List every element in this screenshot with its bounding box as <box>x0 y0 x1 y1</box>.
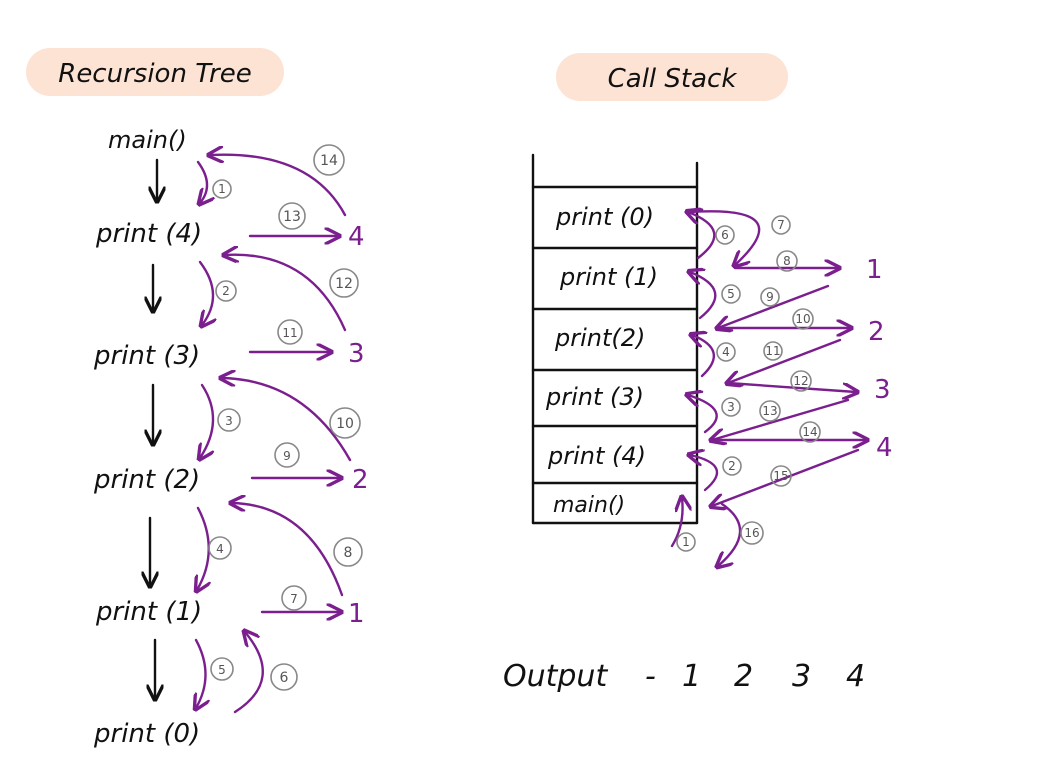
svg-text:4: 4 <box>216 542 224 556</box>
recursion-tree-header: Recursion Tree <box>26 48 284 96</box>
stack-frame-print-2: print(2) <box>554 324 645 352</box>
svg-text:11: 11 <box>282 326 297 340</box>
tree-output-1: 1 <box>348 599 365 629</box>
svg-text:4: 4 <box>722 345 730 359</box>
tree-output-2: 2 <box>352 465 369 495</box>
svg-text:3: 3 <box>225 414 233 428</box>
tree-node-main: main() <box>108 126 187 154</box>
call-stack-header: Call Stack <box>556 53 788 101</box>
output-value-3: 3 <box>792 659 811 694</box>
svg-text:14: 14 <box>802 425 817 439</box>
stack-output-values: 1 2 3 4 <box>866 255 893 463</box>
output-value-1: 1 <box>682 659 701 694</box>
svg-text:15: 15 <box>773 469 788 483</box>
svg-text:5: 5 <box>727 287 735 301</box>
tree-node-print-1: print (1) <box>95 597 202 627</box>
svg-text:10: 10 <box>336 416 354 432</box>
svg-text:3: 3 <box>727 400 735 414</box>
stack-output-1: 1 <box>866 255 883 285</box>
stack-output-3: 3 <box>874 375 891 405</box>
stack-output-2: 2 <box>868 317 885 347</box>
svg-text:2: 2 <box>728 459 736 473</box>
svg-text:12: 12 <box>793 374 808 388</box>
svg-text:1: 1 <box>218 182 226 196</box>
svg-text:11: 11 <box>765 344 780 358</box>
stack-output-4: 4 <box>876 433 893 463</box>
svg-text:12: 12 <box>335 276 353 292</box>
stack-frame-print-0: print (0) <box>555 203 654 231</box>
svg-text:7: 7 <box>290 592 298 606</box>
svg-text:6: 6 <box>721 228 729 242</box>
svg-text:7: 7 <box>777 218 785 232</box>
tree-node-print-3: print (3) <box>93 341 200 371</box>
svg-text:13: 13 <box>762 404 777 418</box>
svg-text:8: 8 <box>344 545 353 561</box>
svg-text:10: 10 <box>795 312 810 326</box>
svg-text:14: 14 <box>320 153 338 169</box>
svg-text:2: 2 <box>222 284 230 298</box>
output-label: Output <box>503 659 608 694</box>
stack-frame-print-4: print (4) <box>547 442 646 470</box>
call-stack-title: Call Stack <box>608 64 738 94</box>
tree-nodes: main() print (4) print (3) print (2) pri… <box>93 126 202 749</box>
output-value-4: 4 <box>846 659 865 694</box>
stack-step-labels: 1 2 3 4 5 6 7 8 9 10 11 12 13 14 15 16 <box>676 215 821 552</box>
tree-print-arrows <box>248 236 340 612</box>
output-dash: - <box>645 659 656 694</box>
tree-node-print-4: print (4) <box>95 219 202 249</box>
tree-output-values: 4 3 2 1 <box>348 222 369 629</box>
tree-output-3: 3 <box>348 339 365 369</box>
tree-step-labels: 1 2 3 4 5 6 7 8 9 10 11 12 13 14 <box>208 144 363 691</box>
stack-frame-main: main() <box>553 493 625 518</box>
tree-node-print-2: print (2) <box>93 465 200 495</box>
tree-return-curves <box>210 155 352 714</box>
svg-text:8: 8 <box>783 254 791 268</box>
stack-frame-print-1: print (1) <box>559 263 658 291</box>
recursion-tree-title: Recursion Tree <box>58 59 252 89</box>
call-stack: print (0) print (1) print(2) print (3) p… <box>531 153 699 525</box>
tree-node-print-0: print (0) <box>93 719 200 749</box>
svg-text:16: 16 <box>744 526 759 540</box>
tree-output-4: 4 <box>348 222 365 252</box>
tree-call-arrows <box>150 158 157 698</box>
output-line: Output - 1 2 3 4 <box>503 659 865 694</box>
svg-text:9: 9 <box>766 290 774 304</box>
svg-text:6: 6 <box>280 670 289 686</box>
svg-text:13: 13 <box>283 209 301 225</box>
stack-frame-print-3: print (3) <box>545 383 644 411</box>
stack-flow-arrows <box>670 211 866 566</box>
output-value-2: 2 <box>734 659 753 694</box>
svg-text:9: 9 <box>283 449 291 463</box>
svg-text:5: 5 <box>218 663 226 677</box>
svg-text:1: 1 <box>682 535 690 549</box>
